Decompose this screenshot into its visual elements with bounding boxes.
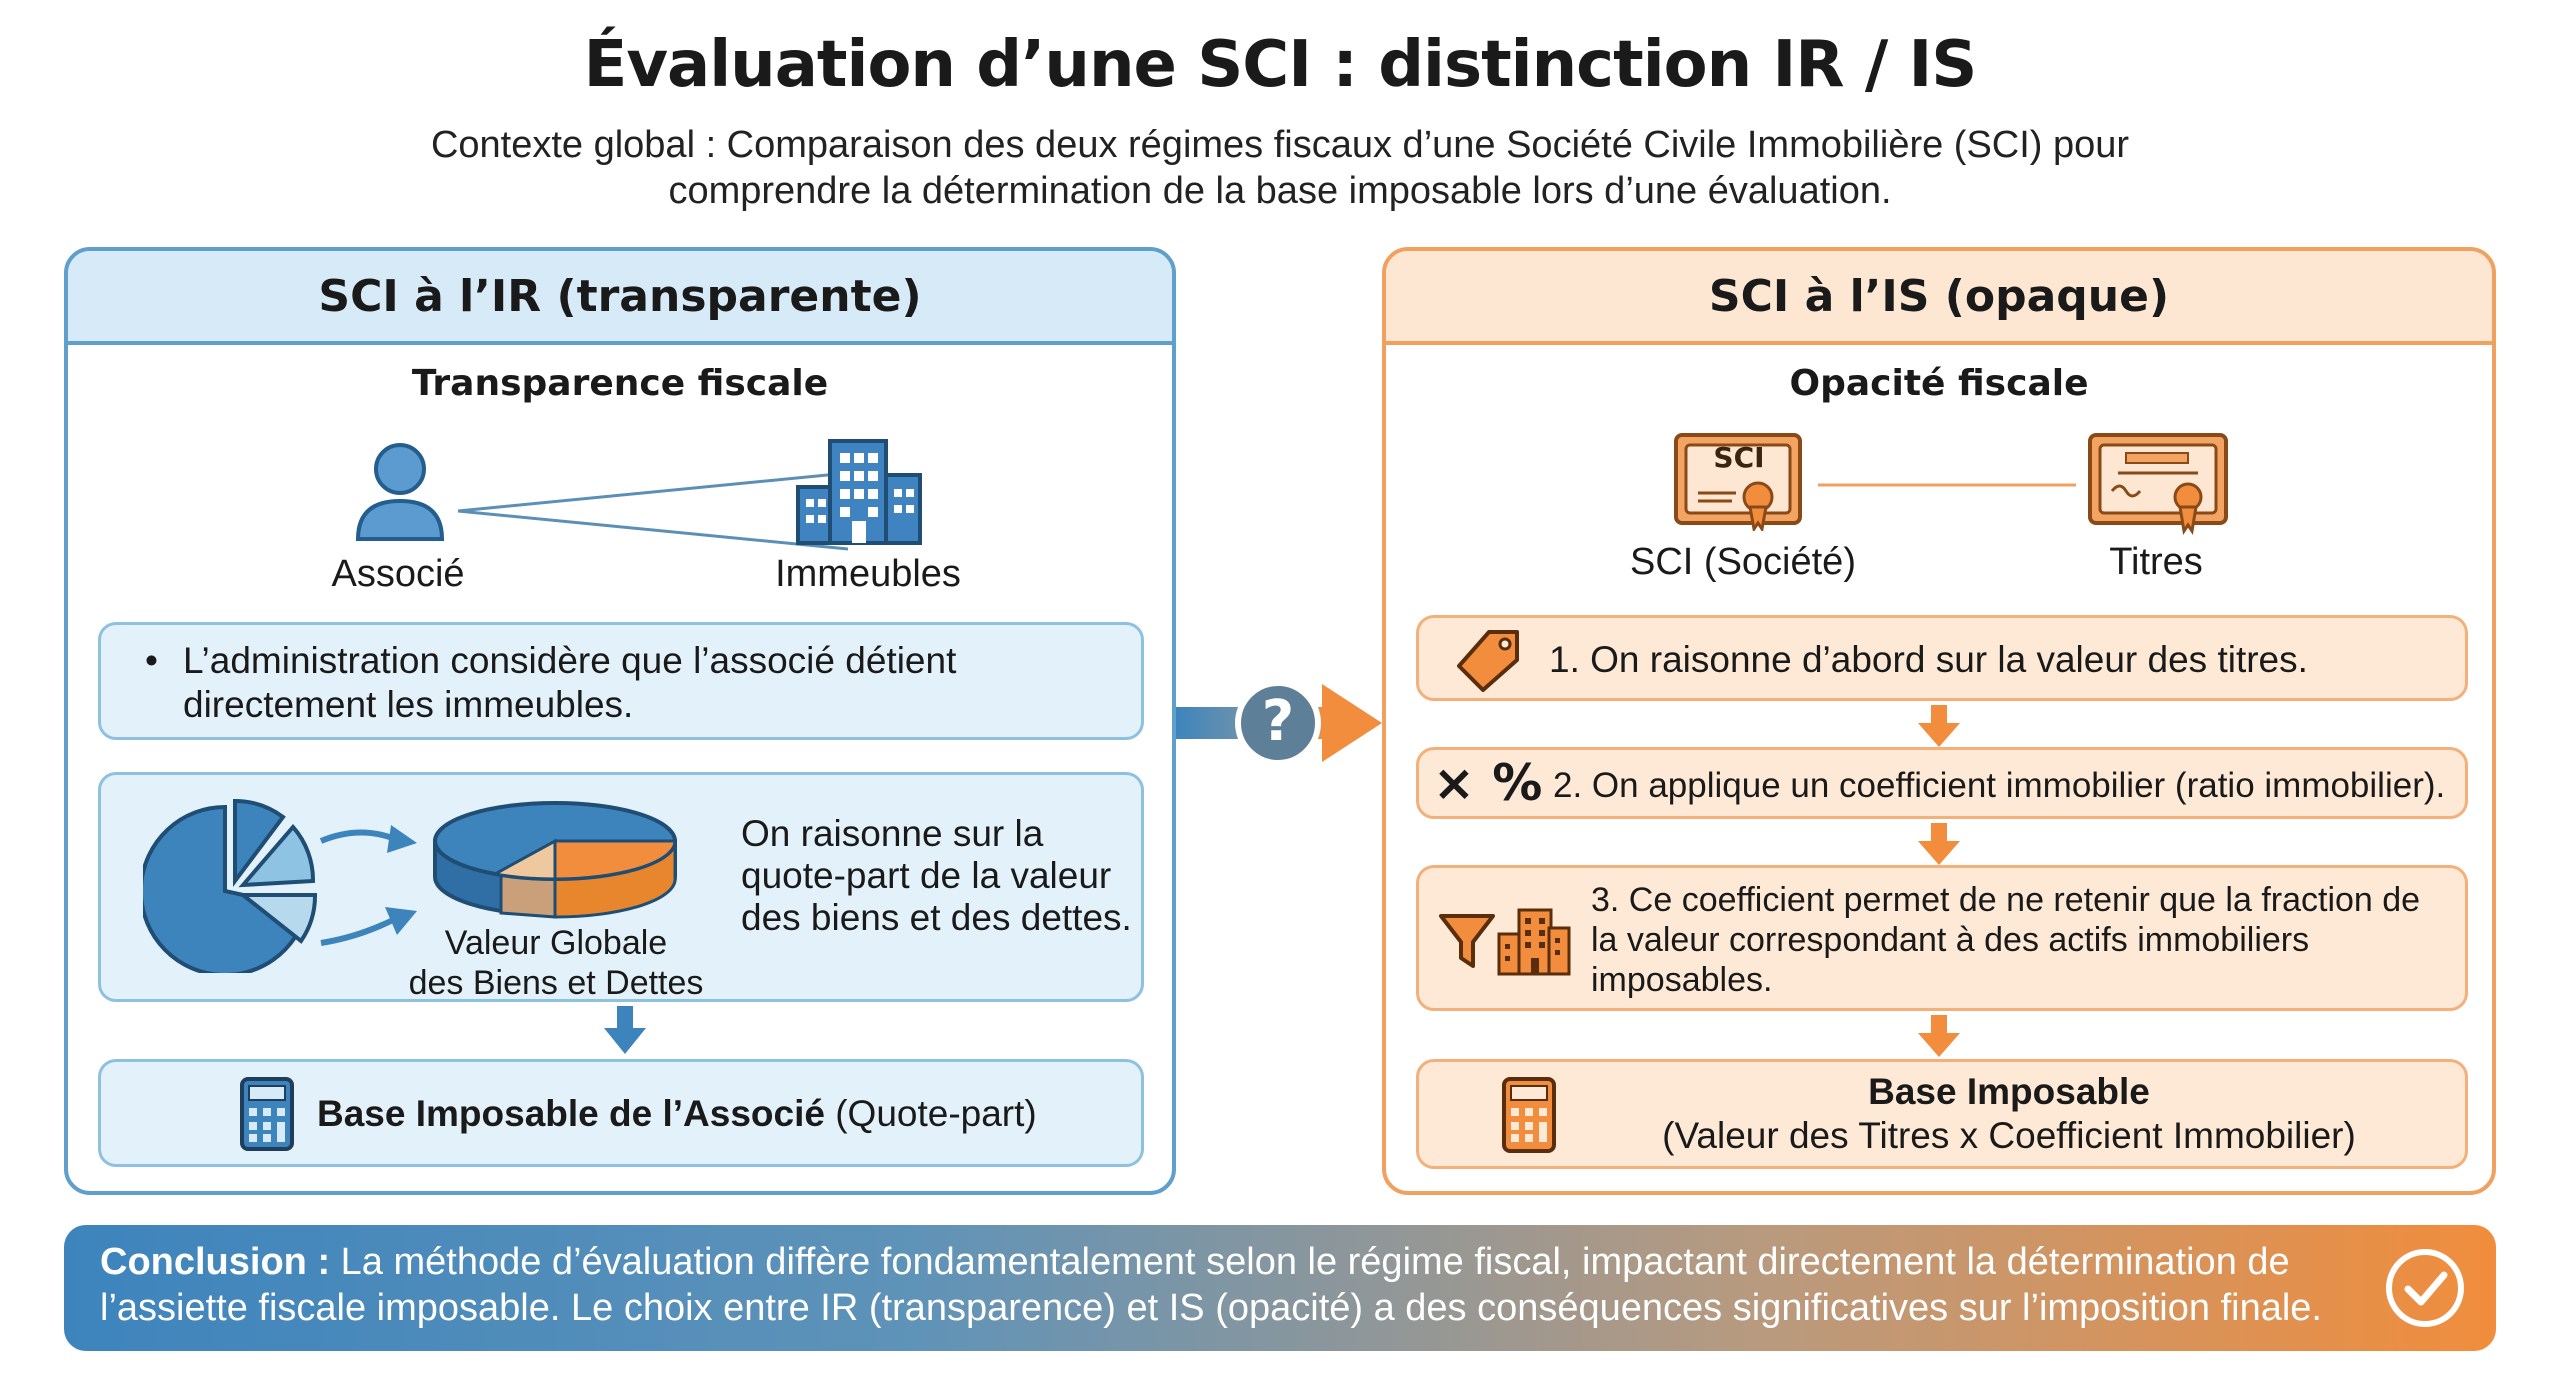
conclusion-line-1: Conclusion : La méthode d’évaluation dif… [100, 1239, 2380, 1285]
sci-societe-label: SCI (Société) [1630, 541, 1856, 583]
valeur-pie-icon [433, 801, 677, 919]
base-box-ir: Base Imposable de l’Associé (Quote-part) [98, 1059, 1144, 1167]
step-3-box: 3. Ce coefficient permet de ne retenir q… [1416, 865, 2468, 1011]
connection-lines [457, 471, 849, 551]
buildings-icon [1497, 908, 1571, 976]
base-ir-text: Base Imposable de l’Associé (Quote-part) [317, 1092, 1037, 1136]
bullet-dot: • [145, 640, 158, 681]
step-2-text: 2. On applique un coefficient immobilier… [1553, 766, 2446, 805]
calculator-icon [240, 1077, 294, 1151]
page-subtitle: Contexte global : Comparaison des deux r… [380, 122, 2180, 214]
conclusion-text: Conclusion : La méthode d’évaluation dif… [100, 1239, 2380, 1331]
bullet-line-1: L’administration considère que l’associé… [183, 640, 957, 681]
valeur-label: Valeur Globale des Biens et Dettes [391, 923, 721, 1003]
arrow-down-icon [1918, 1015, 1960, 1057]
multiply-percent-icon: × % [1433, 754, 1543, 812]
immeubles-label: Immeubles [775, 553, 961, 595]
conclusion-banner: Conclusion : La méthode d’évaluation dif… [64, 1225, 2496, 1351]
valeur-line-1: Valeur Globale [444, 924, 668, 962]
transparence-title: Transparence fiscale [411, 363, 829, 404]
bullet-text: L’administration considère que l’associé… [183, 639, 1123, 727]
arrows-icon [319, 825, 417, 946]
panel-ir-header: SCI à l’IR (transparente) [68, 251, 1172, 345]
conclusion-line-1-text: La méthode d’évaluation diffère fondamen… [330, 1241, 2290, 1283]
raisonne-text: On raisonne sur la quote-part de la vale… [741, 813, 1141, 939]
step-3-text: 3. Ce coefficient permet de ne retenir q… [1591, 880, 2461, 1000]
panel-is-header: SCI à l’IS (opaque) [1386, 251, 2492, 345]
arrow-down-icon [604, 1006, 646, 1054]
conclusion-label: Conclusion : [100, 1241, 331, 1283]
sci-titres-line [1818, 483, 2076, 487]
question-icon: ? [1261, 689, 1295, 754]
base-ir-bold: Base Imposable de l’Associé [317, 1093, 825, 1134]
filter-icon [1439, 914, 1495, 968]
price-tag-icon [1457, 630, 1519, 692]
bullet-line-2: directement les immeubles. [183, 684, 634, 725]
opacite-title: Opacité fiscale [1789, 363, 2089, 404]
arrow-down-icon [1918, 823, 1960, 865]
center-connector [1176, 680, 1382, 766]
base-is-title: Base Imposable [1868, 1071, 2150, 1112]
calculator-icon [1502, 1077, 1556, 1153]
base-ir-normal: (Quote-part) [824, 1093, 1037, 1134]
panel-sci-ir: SCI à l’IR (transparente) Transparence f… [64, 247, 1176, 1195]
step-2-box: × % 2. On applique un coefficient immobi… [1416, 747, 2468, 819]
associe-label: Associé [331, 553, 465, 595]
valeur-box: Valeur Globale des Biens et Dettes On ra… [98, 772, 1144, 1002]
step-1-box: 1. On raisonne d’abord sur la valeur des… [1416, 615, 2468, 701]
bullet-box: • L’administration considère que l’assoc… [98, 622, 1144, 740]
buildings-icon [796, 439, 922, 545]
pie-chart-icon [143, 798, 318, 973]
page-title: Évaluation d’une SCI : distinction IR / … [583, 28, 1978, 102]
sci-icon-text: SCI [1713, 441, 1765, 474]
base-is-detail: (Valeur des Titres x Coefficient Immobil… [1662, 1115, 2356, 1156]
step-3-line-3: imposables. [1591, 961, 1773, 999]
check-circle-icon [2386, 1249, 2464, 1327]
base-box-is: Base Imposable (Valeur des Titres x Coef… [1416, 1059, 2468, 1169]
base-is-text: Base Imposable (Valeur des Titres x Coef… [1569, 1070, 2449, 1158]
raisonne-line-2: quote-part de la valeur [741, 855, 1112, 896]
step-3-line-1: 3. Ce coefficient permet de ne retenir q… [1591, 881, 2421, 919]
conclusion-line-2: l’assiette fiscale imposable. Le choix e… [100, 1287, 2322, 1329]
arrow-down-icon [1918, 705, 1960, 747]
panel-sci-is: SCI à l’IS (opaque) Opacité fiscale SCI … [1382, 247, 2496, 1195]
person-icon [355, 443, 445, 541]
valeur-line-2: des Biens et Dettes [408, 964, 704, 1002]
subtitle-line-1: Contexte global : Comparaison des deux r… [430, 124, 2130, 166]
sci-certificate-icon [1674, 433, 1802, 531]
subtitle-line-2: comprendre la détermination de la base i… [668, 170, 1892, 212]
step-3-line-2: la valeur correspondant à des actifs imm… [1591, 921, 2310, 959]
raisonne-line-1: On raisonne sur la [741, 813, 1044, 854]
step-1-text: 1. On raisonne d’abord sur la valeur des… [1549, 639, 2308, 680]
titres-label: Titres [2109, 541, 2203, 583]
titres-certificate-icon [2088, 433, 2228, 535]
raisonne-line-3: des biens et des dettes. [741, 897, 1132, 938]
